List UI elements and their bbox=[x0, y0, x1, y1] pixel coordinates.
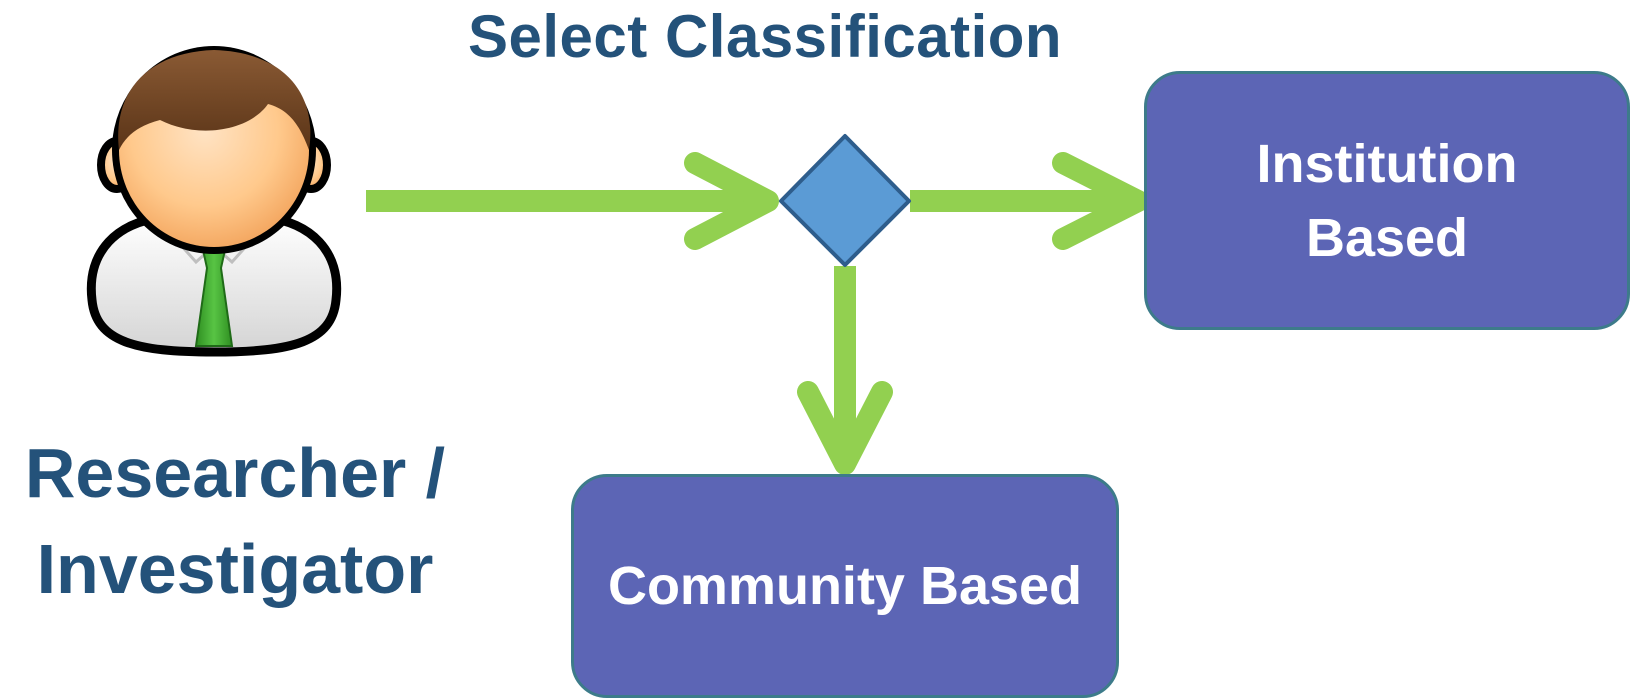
community-based-box[interactable]: Community Based bbox=[571, 474, 1119, 698]
actor-label: Researcher / Investigator bbox=[0, 425, 470, 617]
community-label: Community Based bbox=[607, 556, 1083, 616]
institution-label-line2: Based bbox=[1305, 207, 1469, 268]
arrow-to-community bbox=[797, 266, 893, 475]
diagram-title: Select Classification bbox=[468, 3, 1063, 70]
arrow-to-institution bbox=[910, 152, 1149, 250]
arrow-to-decision bbox=[366, 152, 779, 250]
person-icon bbox=[86, 46, 342, 357]
actor-label-line2: Investigator bbox=[36, 530, 434, 608]
institution-based-box[interactable]: Institution Based bbox=[1144, 71, 1630, 330]
decision-diamond bbox=[779, 134, 911, 267]
actor-label-line1: Researcher / bbox=[24, 434, 446, 512]
institution-label-line1: Institution bbox=[1256, 133, 1518, 194]
